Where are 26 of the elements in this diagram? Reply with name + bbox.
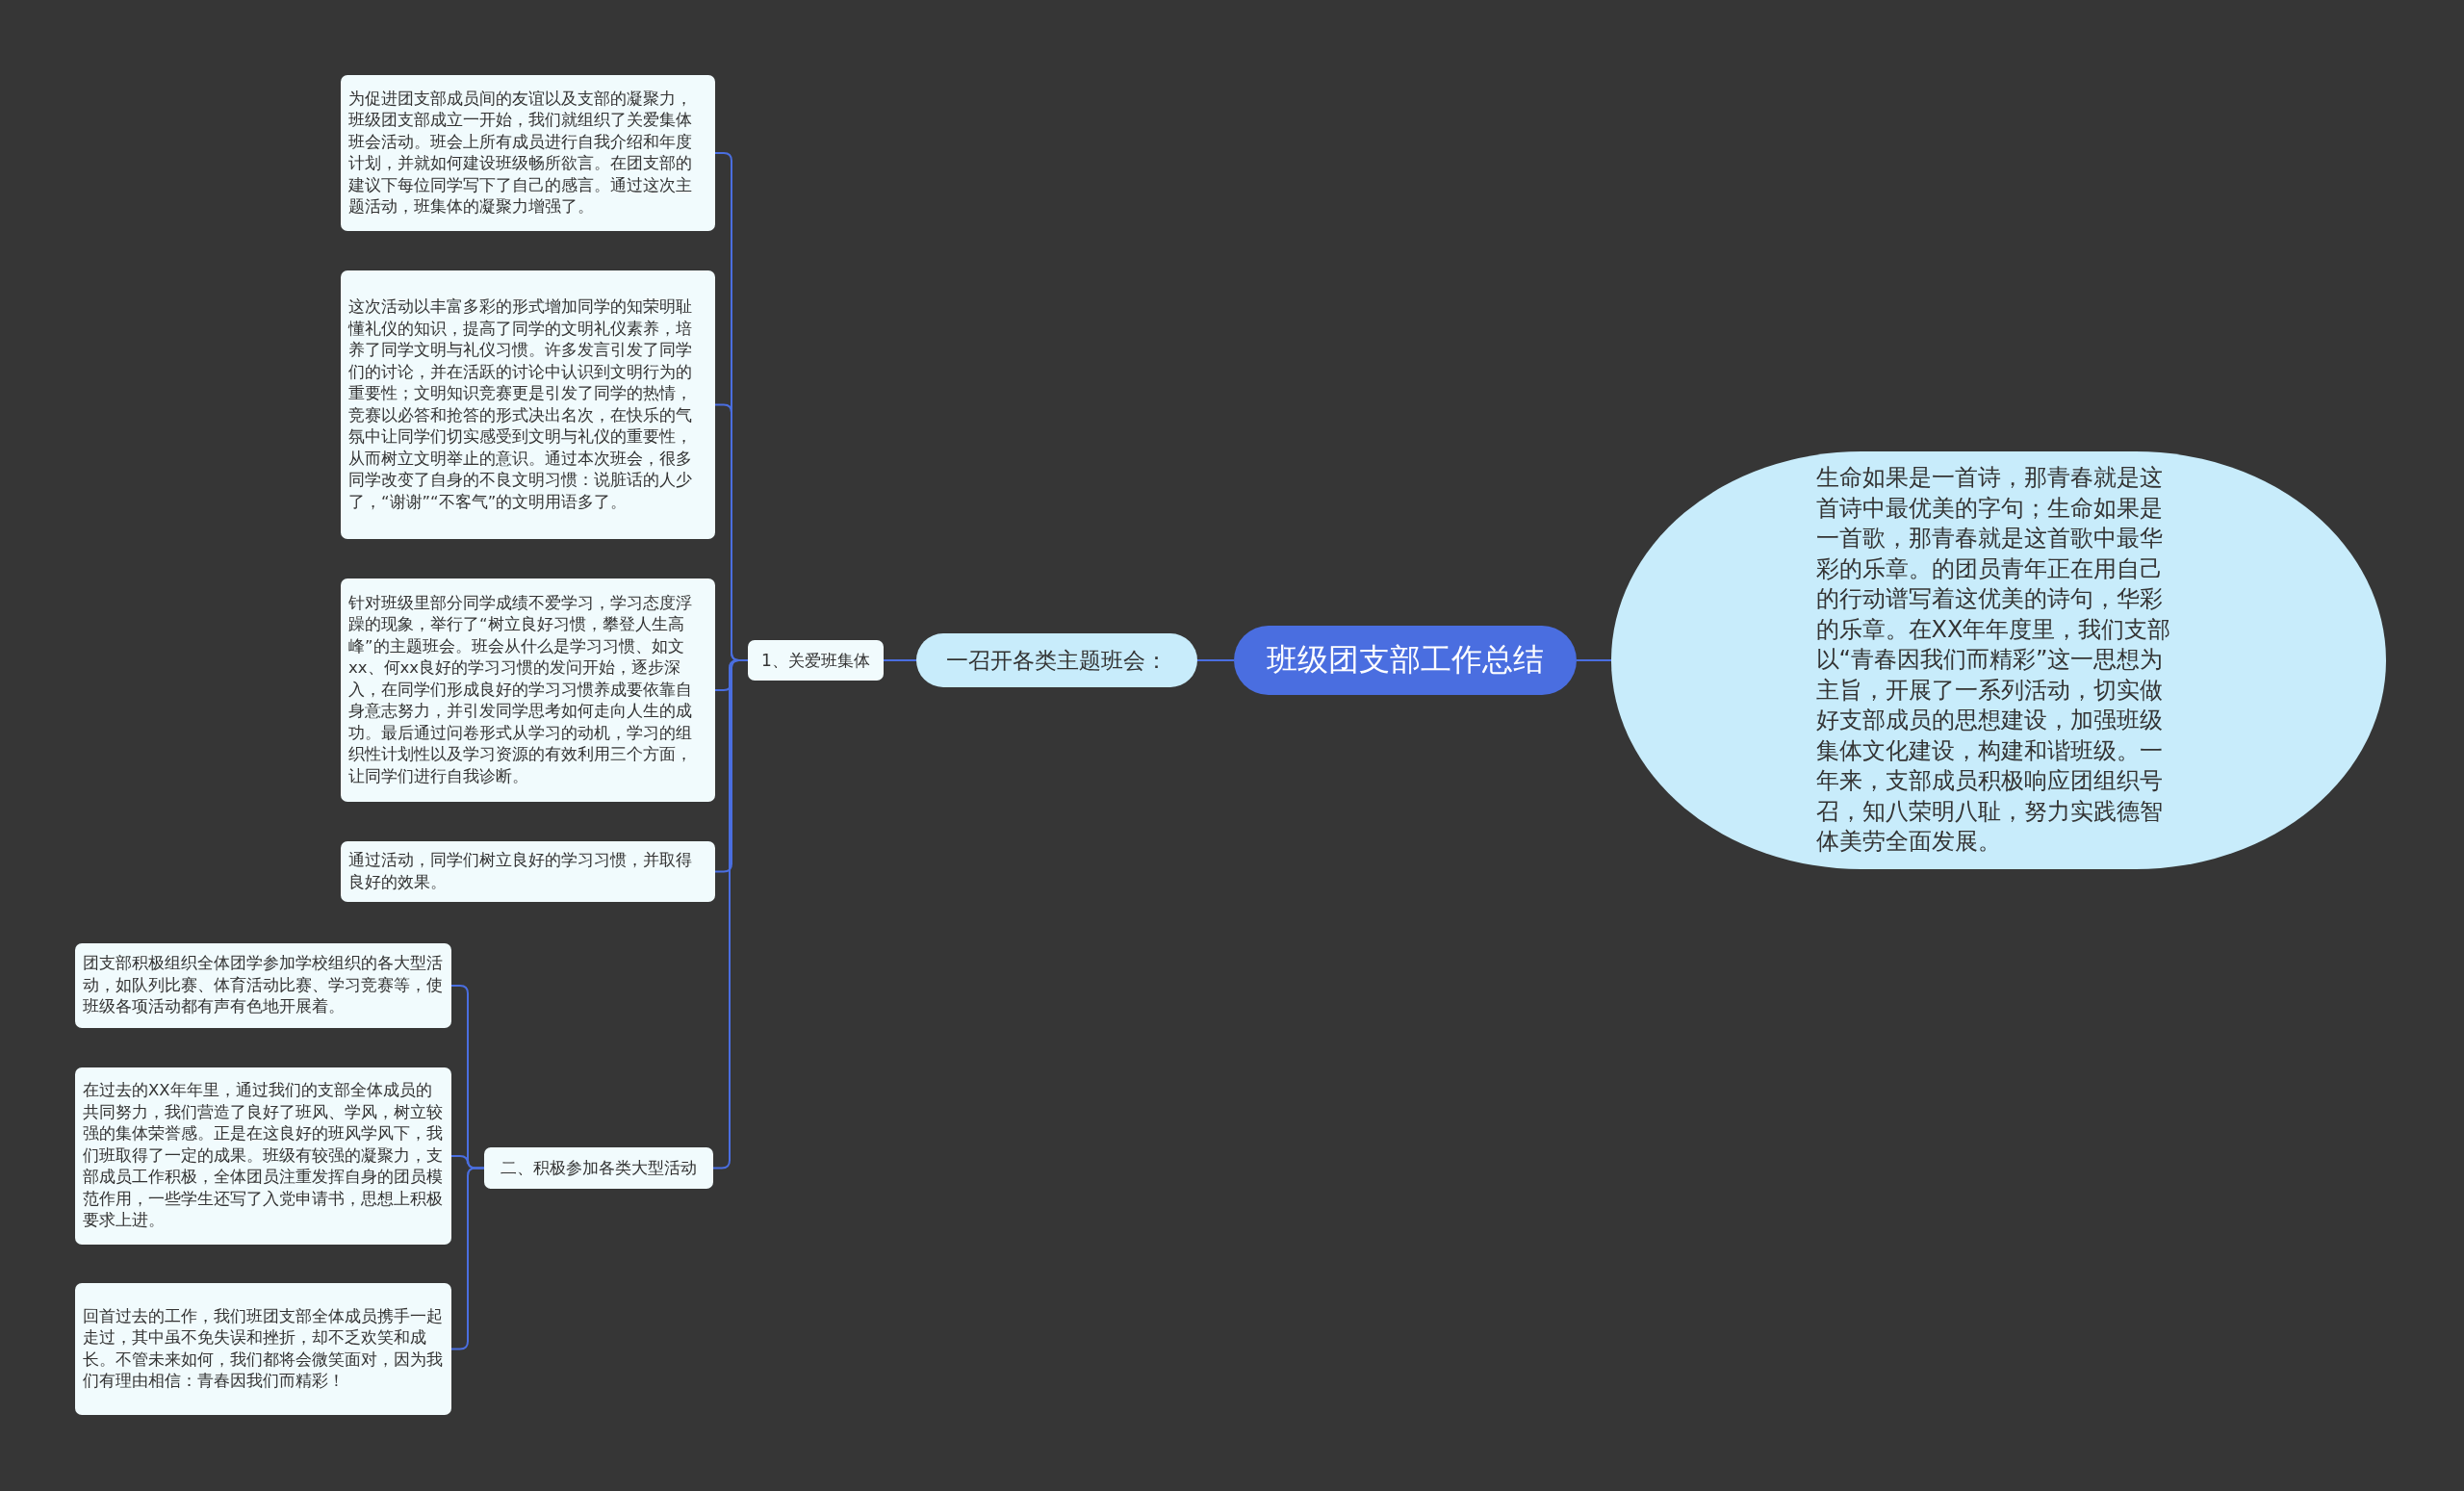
node-text: 这次活动以丰富多彩的形式增加同学的知荣明耻懂礼仪的知识，提高了同学的文明礼仪素养，培养了同学文明与礼仪习惯。许多发言引发了同学们的讨论，并在活跃的讨论中认识到文明行为的重要性；文明知识竞赛更是引发了同学的热情，竞赛以必答和抢答的形式决出名次，在快乐的气氛中让同学们切实感受到文明与礼仪的重要性，从而树立文明举止的意识。通过本次班会，很多同学改变了自身的不良文明习惯：说脏话的人少了，“谢谢”“不客气”的文明用语多了。 [348,296,693,513]
node-text: 通过活动，同学们树立良好的学习习惯，并取得良好的效果。 [348,850,693,893]
text-card [341,841,715,902]
text-card [341,270,715,539]
text-card [341,75,715,231]
subtopic-node [484,1147,713,1189]
node-text: 生命如果是一首诗，那青春就是这首诗中最优美的字句；生命如果是一首歌，那青春就是这首歌中最华彩的乐章。的团员青年正在用自己的行动谱写着这优美的诗句，华彩的乐章。在XX年年度里，我们支部以“青春因我们而精彩”这一思想为主旨，开展了一系列活动，切实做好支部成员的思想建设，加强班级集体文化建设，构建和谐班级。一年来，支部成员积极响应团组织号召，知八荣明八耻，努力实践德智体美劳全面发展。 [1815,463,2172,858]
node-text: 回首过去的工作，我们班团支部全体成员携手一起走过，其中虽不免失误和挫折，却不乏欢笑和成长。不管未来如何，我们都将会微笑面对，因为我们有理由相信：青春因我们而精彩！ [83,1305,444,1392]
connector-line [1196,659,1235,661]
text-card [341,578,715,802]
connector-line [1576,659,1612,661]
text-card [75,1067,451,1245]
connector-line [883,659,917,661]
connector-line [450,1167,485,1350]
node-text: 班级团支部工作总结 [1267,640,1544,680]
subtopic-node [748,640,884,681]
node-text: 针对班级里部分同学成绩不爱学习，学习态度浮躁的现象，举行了“树立良好习惯，攀登人生高峰”的主题班会。班会从什么是学习习惯、如文xx、何xx良好的学习习惯的发问开始，逐步深入，在同学们形成良好的学习习惯养成要依靠自身意志努力，并引发同学思考如何走向人生的成功。最后通过问卷形式从学习的动机，学习的组织性计划性以及学习资源的有效利用三个方面，让同学们进行自我诊断。 [348,592,693,787]
node-text: 为促进团支部成员间的友谊以及支部的凝聚力，班级团支部成立一开始，我们就组织了关爱集体班会活动。班会上所有成员进行自我介绍和年度计划，并就如何建设班级畅所欲言。在团支部的建议下每位同学写下了自己的感言。通过这次主题活动，班集体的凝聚力增强了。 [348,88,693,218]
node-text: 一召开各类主题班会： [946,646,1168,675]
node-text: 1、关爱班集体 [761,649,870,672]
node-text: 团支部积极组织全体团学参加学校组织的各大型活动，如队列比赛、体育活动比赛、学习竞赛等，使班级各项活动都有声有色地开展着。 [83,953,444,1018]
node-text: 在过去的XX年年里，通过我们的支部全体成员的共同努力，我们营造了良好了班风、学风，树立较强的集体荣誉感。正是在这良好的班风学风下，我们班取得了一定的成果。班级有较强的凝聚力，支部成员工作积极，全体团员注重发挥自身的团员模范作用，一些学生还写了入党申请书，思想上积极要求上进。 [83,1080,444,1232]
text-card [75,943,451,1028]
topic-node [916,633,1197,687]
text-card [75,1283,451,1415]
node-text: 二、积极参加各类大型活动 [500,1157,697,1179]
